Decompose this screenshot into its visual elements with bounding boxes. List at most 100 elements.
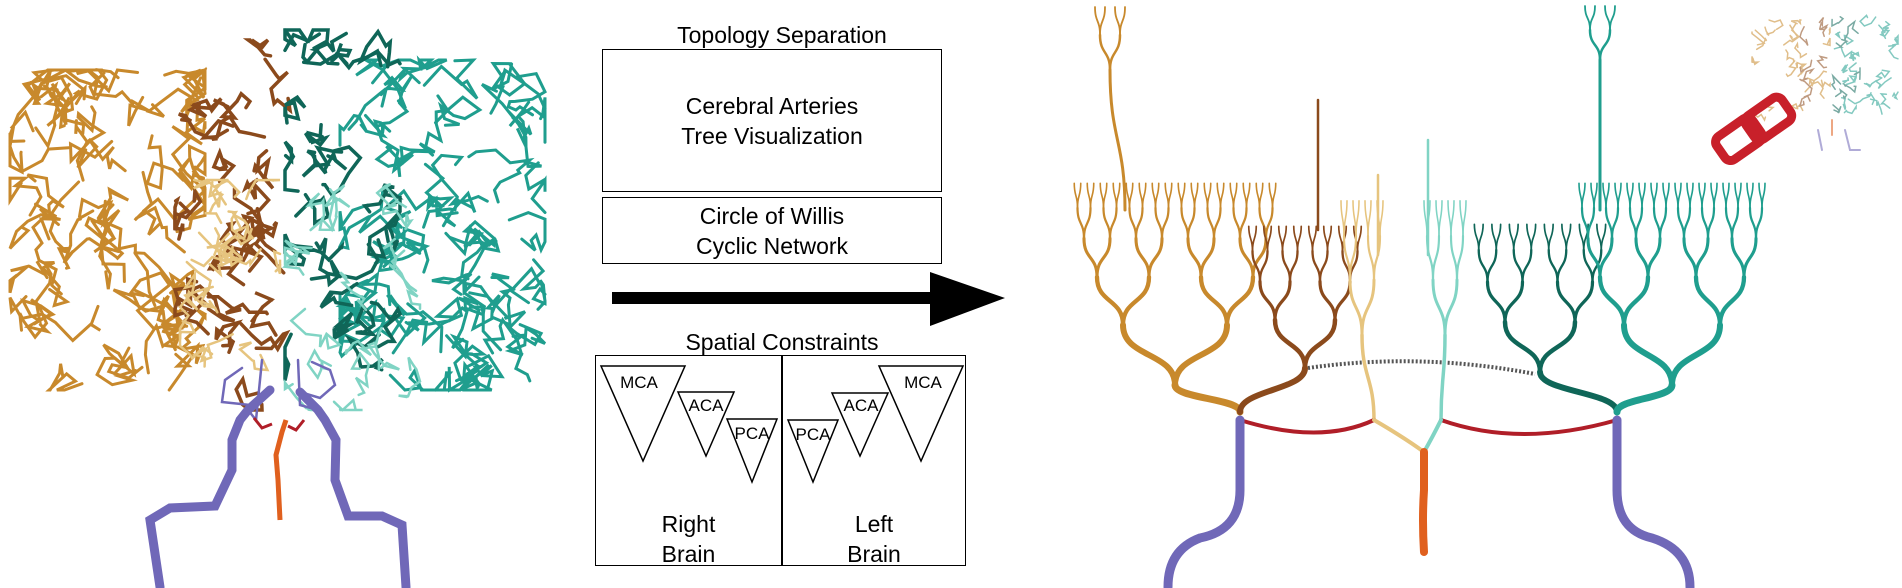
thumbnail-vessel (1790, 19, 1802, 26)
right-mca-branch (1120, 322, 1178, 388)
right-pca-vessel (206, 227, 253, 249)
left-brain-triangles (786, 365, 965, 485)
left-aca-vessel (283, 94, 307, 125)
thumbnail-vessel (1795, 61, 1808, 69)
left-mca-vessel (467, 148, 535, 204)
left-aca-branch (1537, 369, 1620, 415)
right-aca-branch (1281, 225, 1288, 252)
left-aca-label: ACA (844, 396, 880, 415)
right-pca-vessel (191, 332, 234, 368)
thumbnail-vessel (1887, 44, 1899, 60)
left-aca-vessel (361, 183, 404, 214)
left-mca-branch (1754, 206, 1764, 240)
right-mca-branch (1082, 206, 1092, 240)
left-mca-branch (1689, 182, 1694, 209)
left-mca-vessel (531, 279, 547, 311)
left-aca-vessel (319, 281, 359, 309)
right-mca-vessel (19, 298, 56, 335)
right-pca-vessel (245, 178, 281, 201)
left-mca-vessel (457, 295, 503, 352)
right-mca-vessel (182, 102, 207, 146)
right-mca-branch (1258, 182, 1264, 209)
left-pca-vessel (332, 397, 363, 412)
right-pca-vessel (238, 341, 270, 372)
right-aca-vessel (239, 322, 291, 353)
left-aca-vessel (354, 303, 378, 337)
right-mca-vessel (187, 144, 207, 187)
circle-of-willis-label: Circle of Willis Cyclic Network (695, 203, 849, 259)
thumbnail-vessels (1751, 14, 1900, 151)
right-pca-vessel (185, 260, 217, 309)
thumbnail-vessel (1798, 94, 1811, 108)
right-brain-caption: Right Brain (661, 511, 716, 567)
thumbnail-vessel (1891, 33, 1900, 46)
right-mca-branch (1095, 237, 1112, 279)
circle-of-willis-box (602, 197, 942, 264)
thumbnail-vessel (1843, 19, 1859, 41)
right-mca-branch (1108, 206, 1118, 240)
right-mca-branch (1238, 206, 1248, 240)
left-mca-branch (1610, 206, 1620, 240)
left-aca-branch (1512, 223, 1519, 251)
left-mca-branch (1609, 5, 1616, 31)
right-pca-vessel (217, 210, 247, 267)
left-mca-branch (1629, 182, 1634, 209)
left-aca-branch (1547, 223, 1554, 251)
right-mca-branch (1076, 182, 1082, 209)
thumbnail-vessel (1822, 37, 1831, 47)
left-aca-vessel (310, 149, 348, 175)
right-mca-branch (1115, 182, 1121, 209)
right-mca-branch (1108, 33, 1122, 72)
thumbnail-vessel (1799, 78, 1813, 98)
left-pca-vessels (281, 182, 422, 412)
thumbnail-vessel (1768, 19, 1784, 31)
left-mca-vessels (335, 55, 547, 393)
right-pca-branch (1360, 278, 1376, 337)
dotted-cycle-edge (1307, 359, 1536, 376)
right-pca-branch (1343, 200, 1348, 237)
topology-separation-title: Topology Separation (677, 22, 887, 48)
left-mca-branch (1749, 182, 1754, 209)
right-aca-branch (1356, 225, 1363, 252)
right-pca-vessel (272, 249, 282, 275)
left-mca-vessel (374, 142, 436, 168)
right-aca-vessel (252, 149, 275, 190)
right-mca-branch (1212, 206, 1222, 240)
right-mca-vessels (8, 66, 208, 392)
left-mca-vessel (506, 72, 547, 117)
left-aca-branch (1495, 223, 1502, 251)
left-aca-branch (1486, 248, 1498, 284)
right-pca-branch (1379, 200, 1384, 237)
left-mca-vessel (434, 95, 483, 127)
right-mca-branch (1160, 206, 1170, 240)
left-mca-vessel (453, 344, 490, 383)
right-aca-branch (1273, 279, 1292, 322)
right-aca-branch (1326, 225, 1333, 252)
right-aca-branch (1251, 225, 1258, 252)
left-mca-vessel (338, 302, 427, 359)
circle-of-willis-2d (1163, 415, 1695, 588)
thumbnail-vessel (1848, 62, 1858, 83)
thumbnail-carotid (1817, 129, 1861, 151)
left-aca-vessel (366, 211, 401, 260)
right-pca-vessel (208, 248, 262, 278)
thumbnail-vessel (1799, 26, 1809, 46)
thumbnail-vessel (1869, 98, 1883, 115)
right-mca-branch (1167, 182, 1173, 209)
left-pca-vessel (339, 271, 368, 312)
right-mca-vessel (58, 67, 120, 130)
left-aca-vessel (283, 28, 322, 48)
left-mca-vessel (448, 219, 501, 284)
thumbnail-vessel (1806, 70, 1828, 82)
left-mca-branch (1658, 206, 1668, 240)
left-aca-vessel (283, 140, 300, 193)
thumbnail-vessel (1853, 67, 1861, 81)
left-mca-vessel (524, 161, 547, 214)
thumbnail-vessel (1850, 51, 1860, 62)
right-mca-vessel (68, 119, 114, 165)
communicating-3d (252, 417, 306, 432)
right-mca-vessel (62, 217, 108, 264)
right-aca-branch (1318, 249, 1329, 283)
left-pca-branch (1431, 234, 1441, 282)
